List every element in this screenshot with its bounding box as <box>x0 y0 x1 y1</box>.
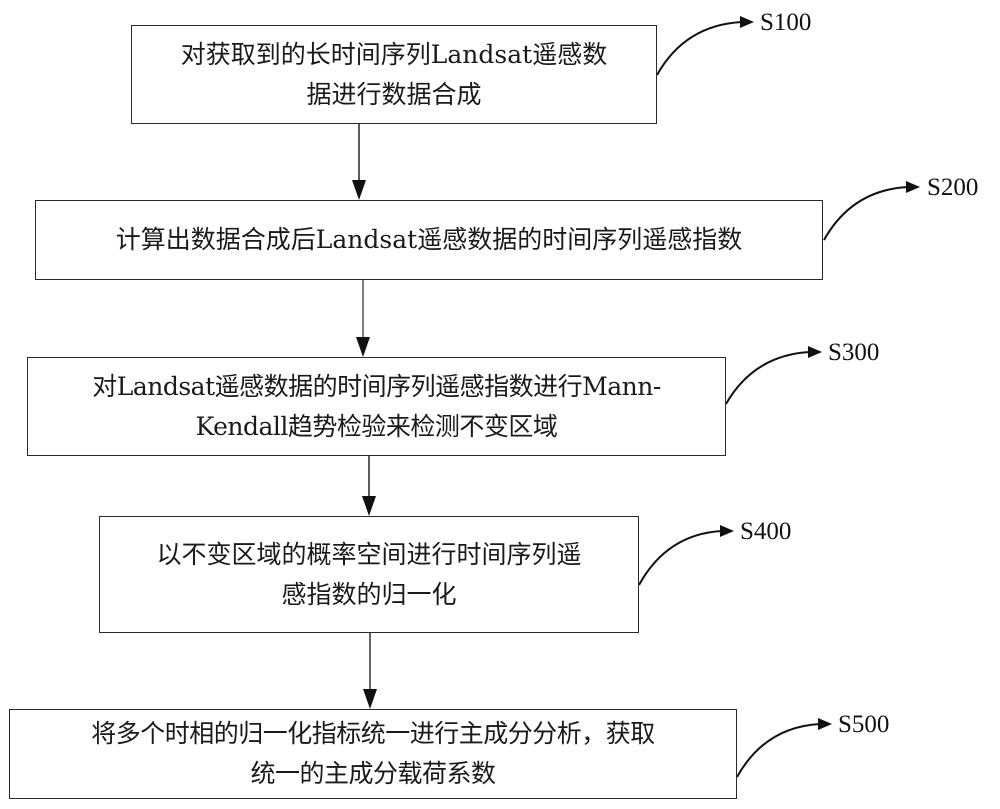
process-box-s100: 对获取到的长时间序列Landsat遥感数 据进行数据合成 <box>131 25 657 124</box>
text-line: Kendall趋势检验来检测不变区域 <box>195 411 558 441</box>
flow-arrow-s400-s500 <box>363 633 377 709</box>
process-box-s400: 以不变区域的概率空间进行时间序列遥 感指数的归一化 <box>99 516 639 633</box>
arrowhead-icon <box>720 525 734 537</box>
callout-arrow-s400 <box>638 525 734 586</box>
step-label-s300: S300 <box>828 339 880 366</box>
flow-arrow-s100-s200 <box>352 124 366 200</box>
arrowhead-icon <box>740 16 754 28</box>
process-box-s300: 对Landsat遥感数据的时间序列遥感指数进行Mann- Kendall趋势检验… <box>27 357 726 456</box>
text-line: 将多个时相的归一化指标统一进行主成分分析，获取 <box>91 719 655 748</box>
step-label-s200: S200 <box>927 174 979 201</box>
text-line: 计算出数据合成后Landsat遥感数据的时间序列遥感指数 <box>115 225 743 254</box>
text-line: 据进行数据合成 <box>306 79 482 109</box>
arrowhead-icon <box>818 718 832 730</box>
process-text: 以不变区域的概率空间进行时间序列遥 感指数的归一化 <box>156 535 581 615</box>
step-label-s400: S400 <box>740 518 792 545</box>
text-line: 对Landsat遥感数据的时间序列遥感指数进行Mann- <box>92 371 661 401</box>
arrowhead-icon <box>352 180 366 200</box>
callout-arrow-s200 <box>823 181 920 241</box>
flow-arrow-s300-s400 <box>362 456 376 516</box>
callout-arrow-s100 <box>656 16 754 76</box>
step-label-s100: S100 <box>760 9 812 36</box>
process-text: 计算出数据合成后Landsat遥感数据的时间序列遥感指数 <box>116 220 742 260</box>
callout-arrow-s300 <box>725 346 822 405</box>
process-box-s500: 将多个时相的归一化指标统一进行主成分分析，获取 统一的主成分载荷系数 <box>9 709 737 799</box>
text-line: 以不变区域的概率空间进行时间序列遥 <box>156 539 582 569</box>
text-line: 对获取到的长时间序列Landsat遥感数 <box>180 39 608 69</box>
process-text: 将多个时相的归一化指标统一进行主成分分析，获取 统一的主成分载荷系数 <box>91 714 655 794</box>
text-line: 统一的主成分载荷系数 <box>250 759 496 788</box>
process-text: 对获取到的长时间序列Landsat遥感数 据进行数据合成 <box>181 35 607 115</box>
arrowhead-icon <box>808 346 822 358</box>
flow-arrow-s200-s300 <box>356 280 370 357</box>
callout-arrow-s500 <box>736 718 832 778</box>
step-label-s500: S500 <box>838 711 890 738</box>
arrowhead-icon <box>363 689 377 709</box>
process-box-s200: 计算出数据合成后Landsat遥感数据的时间序列遥感指数 <box>35 200 823 280</box>
arrowhead-icon <box>356 337 370 357</box>
arrowhead-icon <box>362 496 376 516</box>
process-text: 对Landsat遥感数据的时间序列遥感指数进行Mann- Kendall趋势检验… <box>92 367 661 447</box>
text-line: 感指数的归一化 <box>281 579 457 609</box>
arrowhead-icon <box>906 181 920 193</box>
